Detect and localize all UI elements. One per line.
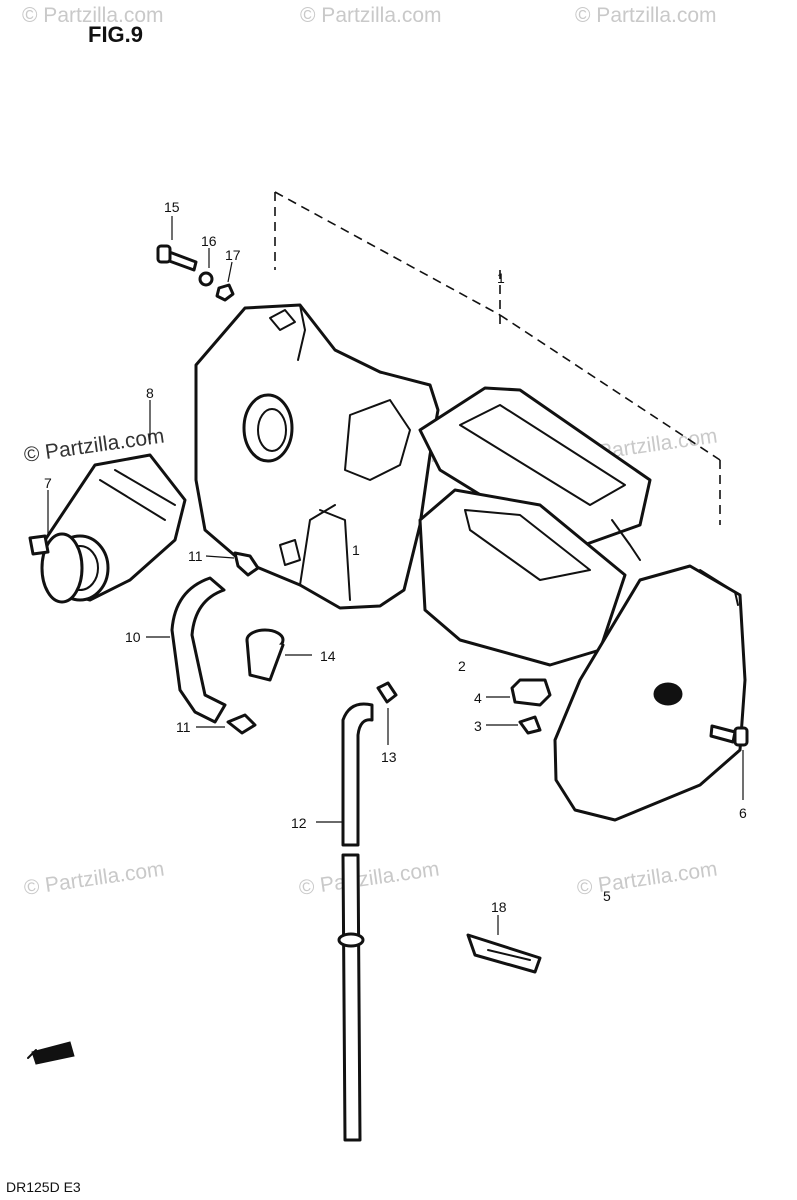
part-labels: 15 16 17 1 8 7 1 11 10 14 2 4 3 11 13 6 … — [44, 199, 747, 915]
watermark: © Partzilla.com — [575, 857, 718, 899]
watermark: © Partzilla.com — [575, 4, 717, 27]
watermark: © Partzilla.com — [297, 857, 440, 899]
washer-part-16[interactable] — [198, 271, 214, 287]
clamp-part-7[interactable] — [28, 532, 84, 604]
air-cleaner-case-part-1[interactable] — [194, 303, 440, 610]
nut-part-17[interactable] — [215, 283, 235, 302]
strap-part-18[interactable] — [466, 933, 542, 974]
label-8: 8 — [146, 385, 154, 401]
label-18: 18 — [491, 899, 507, 915]
label-15: 15 — [164, 199, 180, 215]
label-5: 5 — [603, 888, 611, 904]
watermark: © Partzilla.com — [22, 4, 164, 27]
label-4: 4 — [474, 690, 482, 706]
label-11b: 11 — [176, 719, 191, 735]
label-6: 6 — [739, 805, 747, 821]
label-1b: 1 — [352, 542, 360, 558]
label-10: 10 — [125, 629, 141, 645]
label-3: 3 — [474, 718, 482, 734]
clamp-part-11-upper[interactable] — [233, 551, 260, 577]
label-16: 16 — [201, 233, 217, 249]
hose-part-10[interactable] — [170, 576, 227, 724]
clamp-part-13[interactable] — [376, 681, 398, 704]
front-arrow-icon — [27, 1041, 75, 1065]
screw-part-6[interactable] — [709, 724, 749, 747]
cap-part-4[interactable] — [510, 678, 552, 707]
label-7: 7 — [44, 475, 52, 491]
figure-title: FIG.9 — [88, 22, 143, 47]
clip-part-3[interactable] — [518, 715, 542, 735]
watermark: © Partzilla.com — [22, 857, 165, 899]
bolt-part-15[interactable] — [156, 244, 198, 272]
drain-tube-part-12[interactable] — [337, 702, 374, 1142]
label-13: 13 — [381, 749, 397, 765]
label-2: 2 — [458, 658, 466, 674]
element-frame-part-2[interactable] — [418, 386, 652, 561]
leader-lines — [47, 216, 744, 935]
air-cleaner-element-part-5[interactable] — [418, 488, 627, 667]
label-12: 12 — [291, 815, 307, 831]
watermark: © Partzilla.com — [300, 4, 442, 27]
label-1: 1 — [497, 270, 505, 286]
drain-cap-part-14[interactable] — [245, 628, 285, 682]
label-17: 17 — [225, 247, 241, 263]
assembly-bracket — [274, 191, 721, 525]
label-11a: 11 — [188, 548, 203, 564]
outer-cover-part-6[interactable] — [553, 564, 747, 822]
model-code: DR125D E3 — [6, 1179, 81, 1195]
label-14: 14 — [320, 648, 336, 664]
clamp-part-11-lower[interactable] — [226, 713, 257, 735]
